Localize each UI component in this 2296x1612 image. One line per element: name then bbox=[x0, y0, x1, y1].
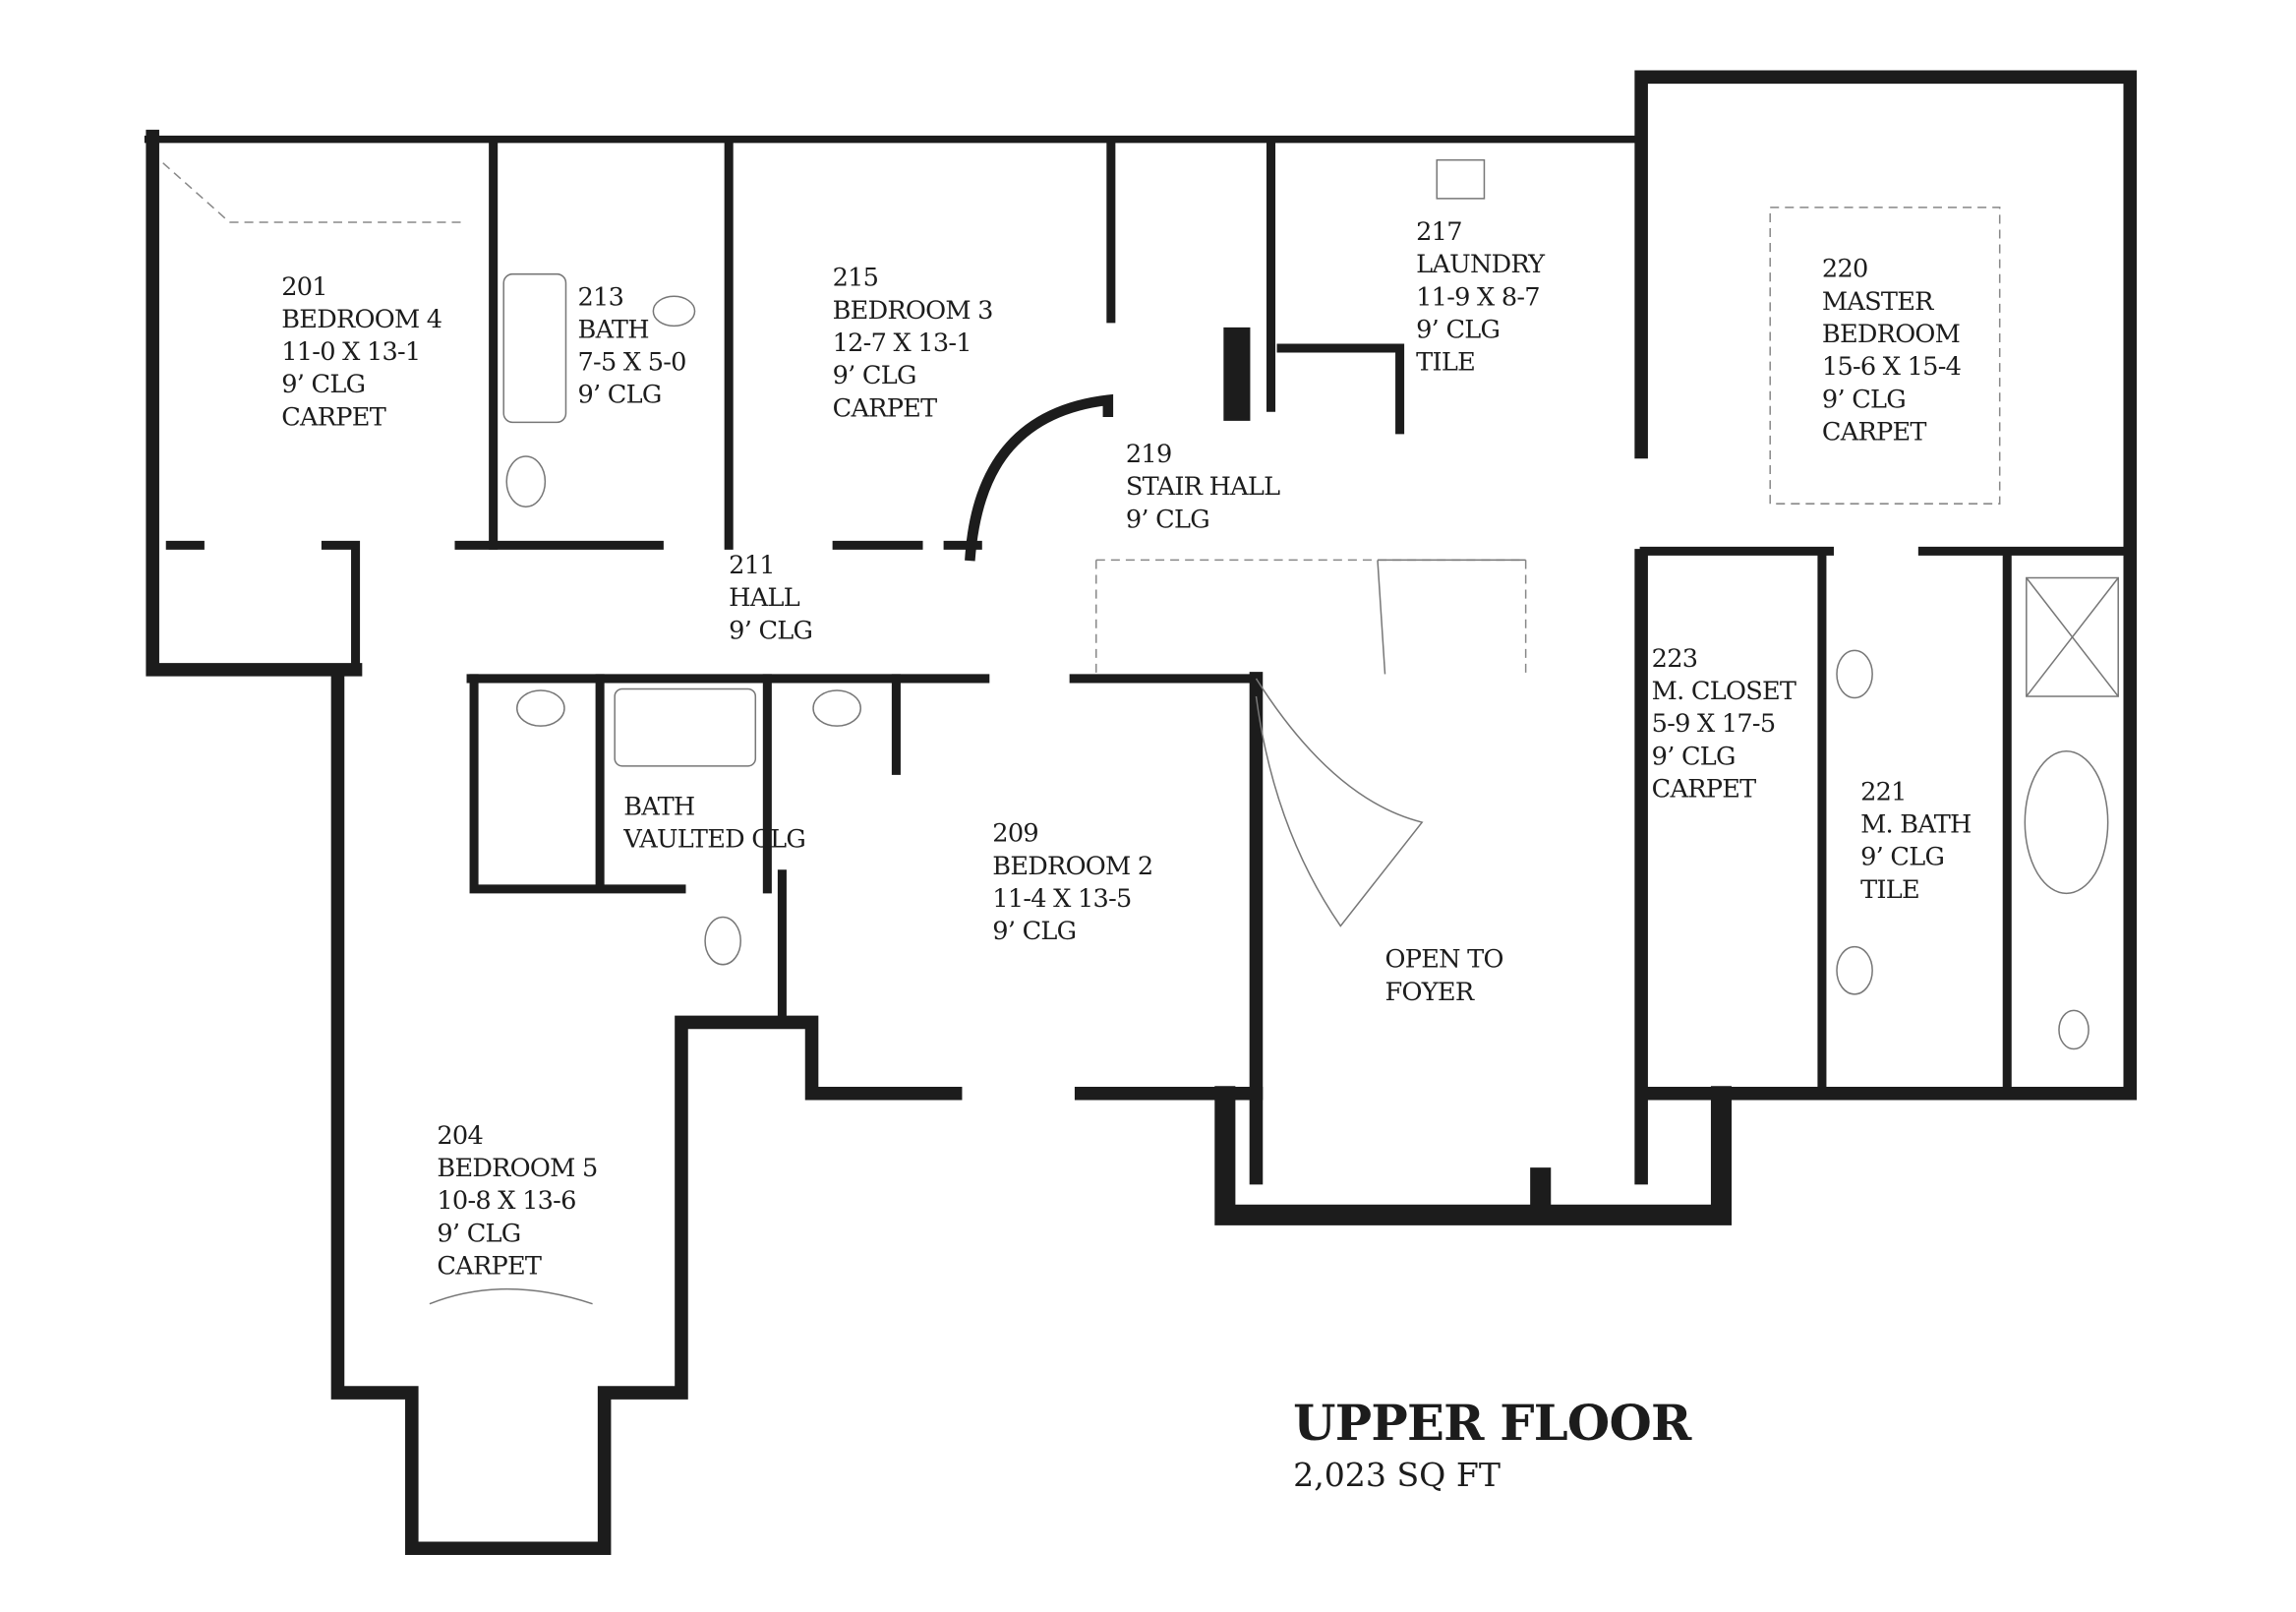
plan-area: 2,023 SQ FT bbox=[1293, 1456, 1501, 1494]
room-211: 211 HALL 9’ CLG bbox=[729, 551, 812, 645]
room-215: 215 BEDROOM 3 12-7 X 13-1 9’ CLG CARPET bbox=[833, 264, 1000, 424]
room-220: 220 MASTER BEDROOM 15-6 X 15-4 9’ CLG CA… bbox=[1822, 255, 1969, 448]
room-209: 209 BEDROOM 2 11-4 X 13-5 9’ CLG bbox=[992, 819, 1159, 946]
room-labels: 201 BEDROOM 4 11-0 X 13-1 9’ CLG CARPET … bbox=[281, 217, 1978, 1282]
room-213: 213 BATH 7-5 X 5-0 9’ CLG bbox=[578, 282, 694, 409]
plan-title: UPPER FLOOR bbox=[1293, 1394, 1692, 1452]
room-219: 219 STAIR HALL 9’ CLG bbox=[1126, 440, 1287, 534]
open-to-foyer: OPEN TO FOYER bbox=[1385, 945, 1511, 1007]
walls bbox=[144, 70, 2138, 1556]
room-223: 223 M. CLOSET 5-9 X 17-5 9’ CLG CARPET bbox=[1652, 644, 1803, 805]
room-217: 217 LAUNDRY 11-9 X 8-7 9’ CLG TILE bbox=[1416, 217, 1551, 378]
fixtures bbox=[162, 158, 2119, 1305]
room-bath-vaulted: BATH VAULTED CLG bbox=[622, 793, 805, 855]
room-201: 201 BEDROOM 4 11-0 X 13-1 9’ CLG CARPET bbox=[281, 272, 448, 433]
room-204: 204 BEDROOM 5 10-8 X 13-6 9’ CLG CARPET bbox=[437, 1121, 604, 1282]
room-221: 221 M. BATH 9’ CLG TILE bbox=[1860, 777, 1978, 904]
